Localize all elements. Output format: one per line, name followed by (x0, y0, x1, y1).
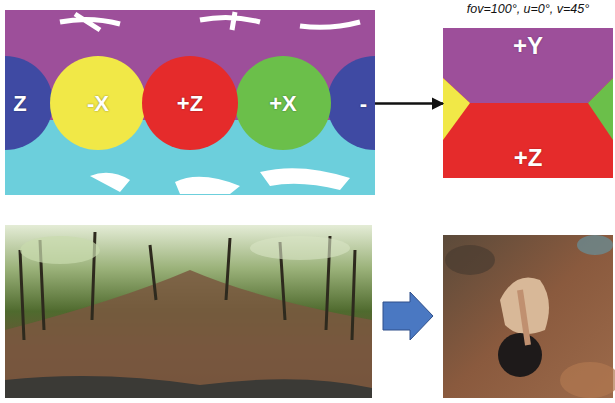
cube-face: -X (60, 56, 136, 151)
cube-face: Z (5, 56, 35, 151)
cube-face: - (352, 56, 375, 151)
cube-face: +Z (152, 56, 228, 151)
perspective-view: fov=100°, u=0°, v=45° +Y +Z (443, 2, 613, 178)
face-label: Z (13, 93, 26, 115)
face-label: +Y (443, 34, 613, 58)
face-label: -X (87, 93, 109, 115)
view-parameters: fov=100°, u=0°, v=45° (467, 2, 589, 16)
face-label: +Z (443, 146, 613, 170)
perspective-crop (443, 28, 613, 178)
face-label: - (360, 93, 367, 115)
face-label: +X (269, 93, 297, 115)
block-arrow (383, 292, 433, 340)
panorama-photo (5, 225, 372, 398)
view-photo (443, 235, 615, 398)
cube-face: +X (245, 56, 321, 151)
equirect-panel (5, 10, 375, 195)
arrow-connector (375, 102, 443, 105)
face-label: +Z (177, 93, 203, 115)
